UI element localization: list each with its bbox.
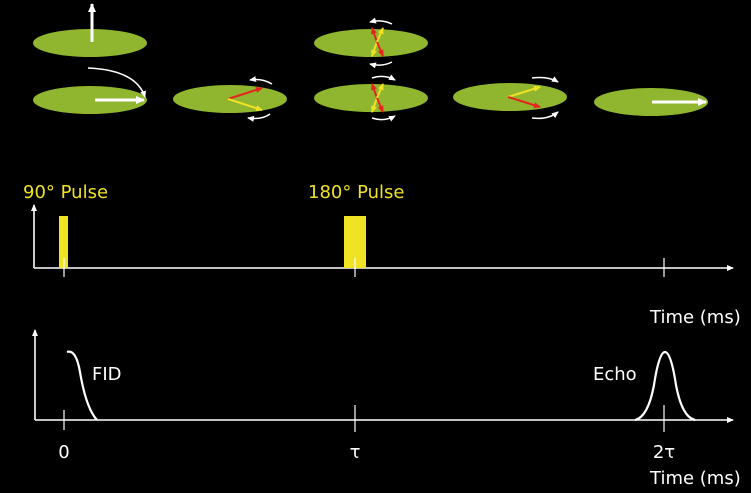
slow-spin-arrow [376,83,384,99]
slow-spin-arrow [371,41,378,57]
time-axis-label-top: Time (ms) [649,307,741,328]
echo-label: Echo [593,364,637,385]
spin-disc-inverted [314,17,428,69]
precession-arrow [369,61,393,69]
fast-spin-arrow [507,96,541,109]
spin-disc-after-90 [33,67,147,114]
fast-spin-arrow [376,41,384,57]
precession-arrow [247,113,271,122]
slow-spin-arrow [507,85,541,98]
spin-disc-echo [594,88,708,116]
precession-arrow [531,76,559,83]
precession-arrow [371,115,396,122]
spin-disc-rephasing [453,76,567,120]
precession-arrow [249,76,273,85]
slow-spin-arrow [371,97,378,113]
precession-arrow [371,74,396,81]
fid-curve [66,350,98,421]
spin-disc-after-180 [314,74,428,122]
slow-spin-arrow [376,27,384,43]
spin-disc-initial [33,3,147,57]
pulse-90-label: 90° Pulse [23,182,108,203]
precession-arrow [369,17,393,25]
fid-label: FID [92,364,122,385]
fast-spin-arrow [371,83,378,99]
spin-disc-dephasing [173,76,287,122]
flip-rotation-arrow [87,67,146,98]
slow-spin-arrow [227,98,263,112]
time-axis-label-bottom: Time (ms) [649,468,741,489]
tick-tau-label: τ [350,442,361,463]
pulse-90-bar [59,216,68,268]
pulse-180-bar [344,216,366,268]
tick-2tau-label: 2τ [653,442,675,463]
fast-spin-arrow [371,27,378,43]
tick-0-label: 0 [58,442,69,463]
fast-spin-arrow [376,97,384,113]
fast-spin-arrow [227,86,263,100]
precession-arrow [531,111,559,120]
pulse-180-label: 180° Pulse [308,182,404,203]
echo-curve [634,350,696,422]
